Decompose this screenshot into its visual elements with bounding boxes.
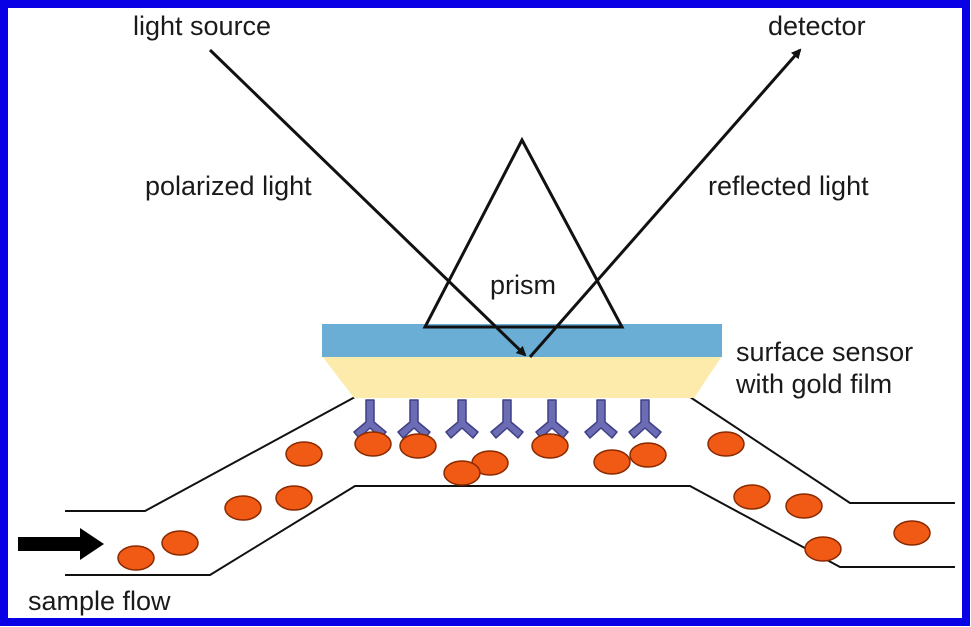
particle-icon (893, 520, 931, 546)
particle-icon (224, 495, 262, 521)
prism-label: prism (490, 270, 556, 300)
polarized-light-label: polarized light (145, 171, 312, 201)
particle-icon (354, 431, 392, 457)
particle-icon (733, 484, 771, 510)
particle-icon (785, 493, 823, 519)
antibody-icon (397, 399, 431, 439)
prism (422, 136, 625, 329)
sensor-label-line2: with gold film (735, 369, 892, 399)
antibody-layer (353, 399, 662, 439)
particle-icon (161, 530, 199, 556)
particle-icon (804, 536, 842, 562)
particle-icon (443, 460, 481, 486)
channel-lower-wall (65, 485, 955, 576)
particle-icon (399, 433, 437, 459)
particle-icon (117, 545, 155, 571)
arrow-right-icon (18, 528, 104, 560)
particle-icon (629, 442, 667, 468)
sample-flow-label: sample flow (28, 586, 171, 616)
antibody-icon (628, 399, 662, 439)
sensor-label-line1: surface sensor (736, 337, 913, 367)
particle-icon (531, 433, 569, 459)
antibody-icon (584, 399, 618, 439)
particle-icon (275, 485, 313, 511)
gold-film (322, 356, 722, 398)
reflected-light-label: reflected light (708, 171, 869, 201)
light-source-label: light source (133, 11, 271, 41)
antibody-icon (535, 399, 569, 439)
particle-icon (707, 431, 745, 457)
detector-label: detector (768, 11, 866, 41)
particle-icon (285, 441, 323, 467)
particle-icon (593, 449, 631, 475)
reflected-light-beam (528, 48, 802, 358)
particle-layer (117, 431, 931, 571)
antibody-icon (445, 399, 479, 439)
antibody-icon (490, 399, 524, 439)
incident-light-beam (208, 48, 527, 357)
